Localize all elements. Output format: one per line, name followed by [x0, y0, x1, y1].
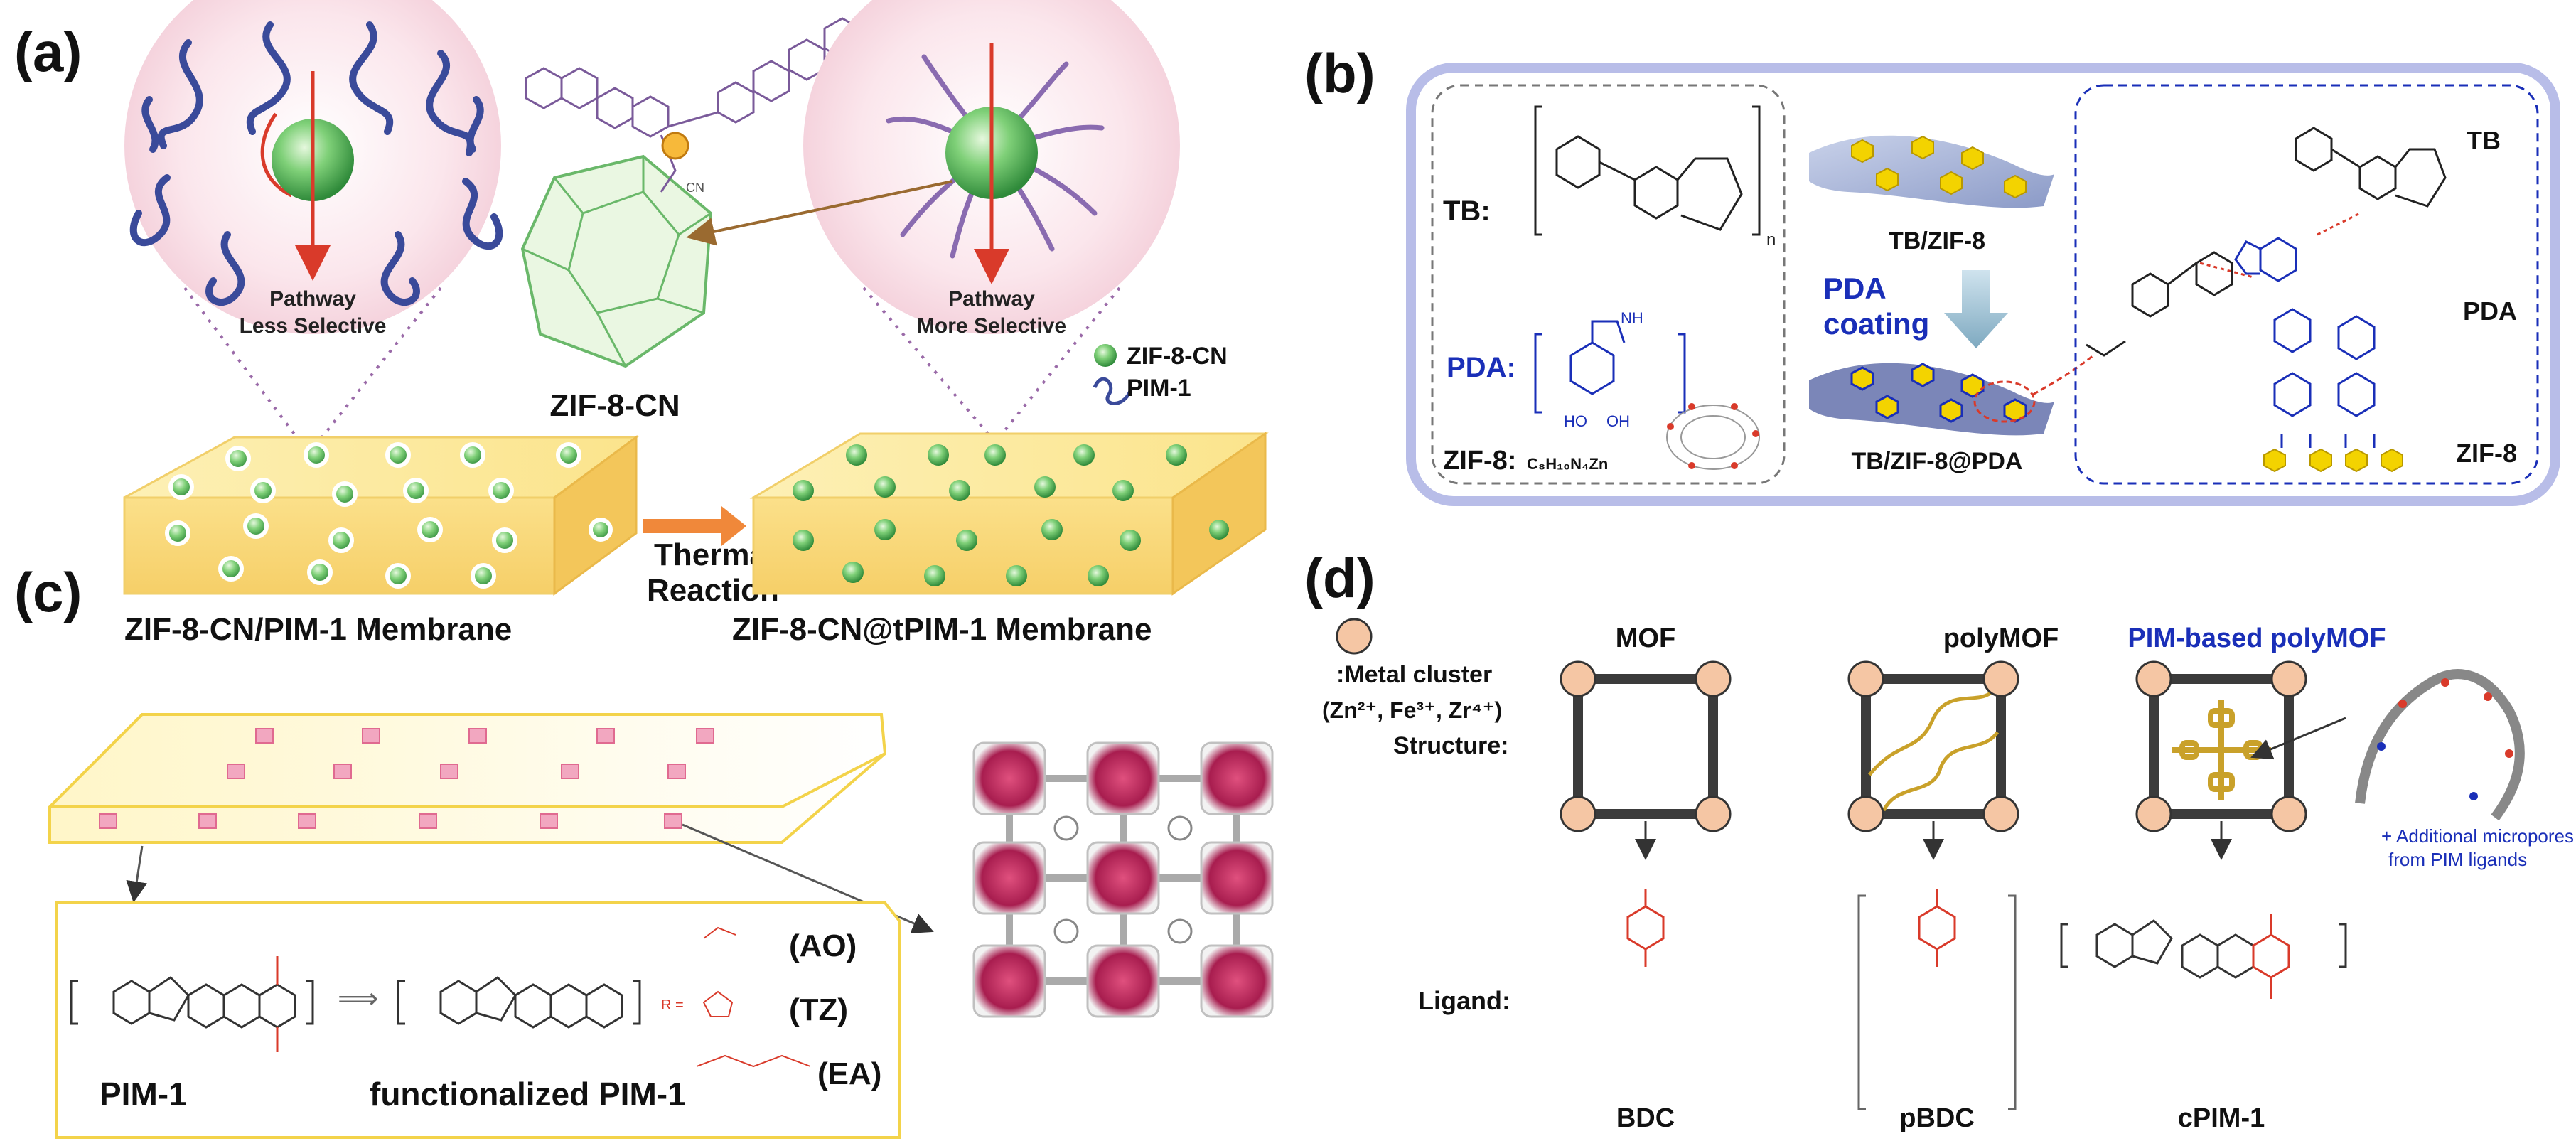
bdc-label: BDC: [1616, 1103, 1675, 1133]
filler-cubes: [99, 728, 714, 829]
structure-label: Structure:: [1393, 732, 1508, 759]
b-zif-label: ZIF-8:: [1443, 446, 1516, 476]
membrane-right-label: ZIF-8-CN@tPIM-1 Membrane: [732, 612, 1152, 647]
tb-zif8-ribbon: [1809, 135, 2054, 208]
zif8-cage-sketch: [1666, 405, 1760, 470]
particles-left: [165, 442, 613, 589]
pathway-right-line1: Pathway: [948, 287, 1035, 311]
membrane-left-label: ZIF-8-CN/PIM-1 Membrane: [124, 612, 512, 647]
metal-ions: (Zn²⁺, Fe³⁺, Zr⁴⁺): [1322, 697, 1502, 723]
panel-c-label: (c): [14, 561, 82, 623]
legend-zif-label: ZIF-8-CN: [1127, 343, 1228, 370]
extra-line1: + Additional micropores: [2381, 825, 2574, 847]
pim-chains-left: [129, 21, 503, 306]
thin-film: [48, 713, 887, 844]
panel-a: (a) Pathway Less Selective: [14, 0, 1269, 647]
tz-label: (TZ): [789, 992, 848, 1027]
b-legend-box: [1431, 84, 1786, 485]
pim1-structure: [70, 976, 314, 1029]
pbdc-structure: [1918, 889, 1956, 967]
membrane-slab-right: [749, 432, 1269, 596]
b-interaction-box: [2074, 84, 2539, 485]
pim-polymof-title: PIM-based polyMOF: [2127, 623, 2386, 653]
reaction-arrow: ⟹: [338, 983, 378, 1014]
b-pda-label: PDA:: [1447, 352, 1516, 383]
b-zif-formula: C₈H₁₀N₄Zn: [1527, 455, 1608, 473]
b-right-tb: TB: [2467, 126, 2501, 155]
panel-c: (c): [14, 561, 1274, 1139]
pathway-right-line2: More Selective: [917, 314, 1066, 338]
b-pda-oh: OH: [1606, 412, 1630, 430]
bubble-less-selective: Pathway Less Selective: [124, 0, 503, 338]
b-tb-label: TB:: [1443, 195, 1491, 227]
link-arrow: [686, 180, 953, 246]
pim-chemistry-box: PIM-1 ⟹ functionalized PIM-1 R = (AO) (T…: [55, 901, 901, 1139]
tb-zif8-pda-ribbon: [1809, 354, 2094, 436]
polymof-title: polyMOF: [1943, 623, 2059, 653]
metal-label: :Metal cluster: [1336, 661, 1492, 688]
cpim1-label: cPIM-1: [2178, 1103, 2265, 1133]
pda-structure: [1534, 320, 1686, 414]
zif8-cn-particle: CN ZIF-8-CN: [520, 17, 862, 423]
mof-title: MOF: [1616, 623, 1675, 653]
zoom-lines: [183, 286, 1121, 446]
mof-square: MOF BDC: [1560, 623, 1732, 1133]
cpim1-structure: [2060, 919, 2347, 979]
panel-d: (d) :Metal cluster (Zn²⁺, Fe³⁺, Zr⁴⁺) St…: [1304, 547, 2574, 1133]
b-tb-sub-n: n: [1766, 230, 1776, 250]
legend-pim-icon: [1093, 377, 1132, 405]
pbdc-label: pBDC: [1899, 1103, 1975, 1133]
fpim1-structure: [397, 976, 641, 1029]
b-coating-line2: coating: [1823, 307, 1929, 341]
mof-lattice: [972, 741, 1274, 1018]
bdc-structure: [1626, 889, 1665, 967]
zif8-hex-row: [2263, 448, 2403, 473]
b-right-zif: ZIF-8: [2456, 439, 2517, 468]
legend-pim-label: PIM-1: [1127, 375, 1191, 402]
coating-arrow: [1944, 270, 2008, 348]
panel-b: (b) TB: n PDA: NH HO OH ZIF-8: C₈H₁₀N₄Zn: [1304, 42, 2560, 506]
panel-b-label: (b): [1304, 42, 1375, 105]
r-groups: [696, 926, 811, 1068]
r-equals: R =: [661, 997, 684, 1013]
ao-label: (AO): [789, 928, 857, 963]
b-tbzif-label: TB/ZIF-8: [1889, 227, 1985, 255]
fpim1-label: functionalized PIM-1: [370, 1076, 686, 1113]
b-tbzifpda-label: TB/ZIF-8@PDA: [1852, 448, 2023, 475]
legend-a: ZIF-8-CN PIM-1: [1093, 343, 1228, 405]
pim1-label: PIM-1: [100, 1076, 187, 1113]
panel-a-label: (a): [14, 21, 82, 83]
b-coating-line1: PDA: [1823, 272, 1887, 305]
metal-cluster-icon: [1336, 618, 1373, 655]
ea-label: (EA): [817, 1056, 881, 1091]
polymof-square: polyMOF pBDC: [1847, 623, 2059, 1133]
cn-tag: CN: [686, 181, 704, 195]
b-pda-nh: NH: [1621, 309, 1643, 327]
tb-pda-structure: [2086, 127, 2447, 357]
pim-polymof-square: PIM-based polyMOF + Addit: [2060, 623, 2574, 1133]
pathway-left-line2: Less Selective: [240, 314, 387, 338]
legend-zif-icon: [1094, 344, 1117, 367]
membrane-slab-left: [123, 435, 640, 596]
ligand-label: Ligand:: [1418, 986, 1510, 1015]
pathway-left-line1: Pathway: [269, 287, 356, 311]
pim-ligand-3d: [2355, 669, 2525, 821]
extra-line2: from PIM ligands: [2388, 849, 2527, 870]
particles-right: [793, 444, 1229, 586]
panel-d-label: (d): [1304, 547, 1375, 609]
b-right-pda: PDA: [2463, 296, 2517, 326]
tb-structure: [1534, 105, 1761, 236]
b-pda-ho: HO: [1564, 412, 1587, 430]
pda-chain: [2234, 237, 2376, 448]
bubble-more-selective: Pathway More Selective: [803, 0, 1180, 338]
zif8-cn-label: ZIF-8-CN: [549, 388, 680, 423]
